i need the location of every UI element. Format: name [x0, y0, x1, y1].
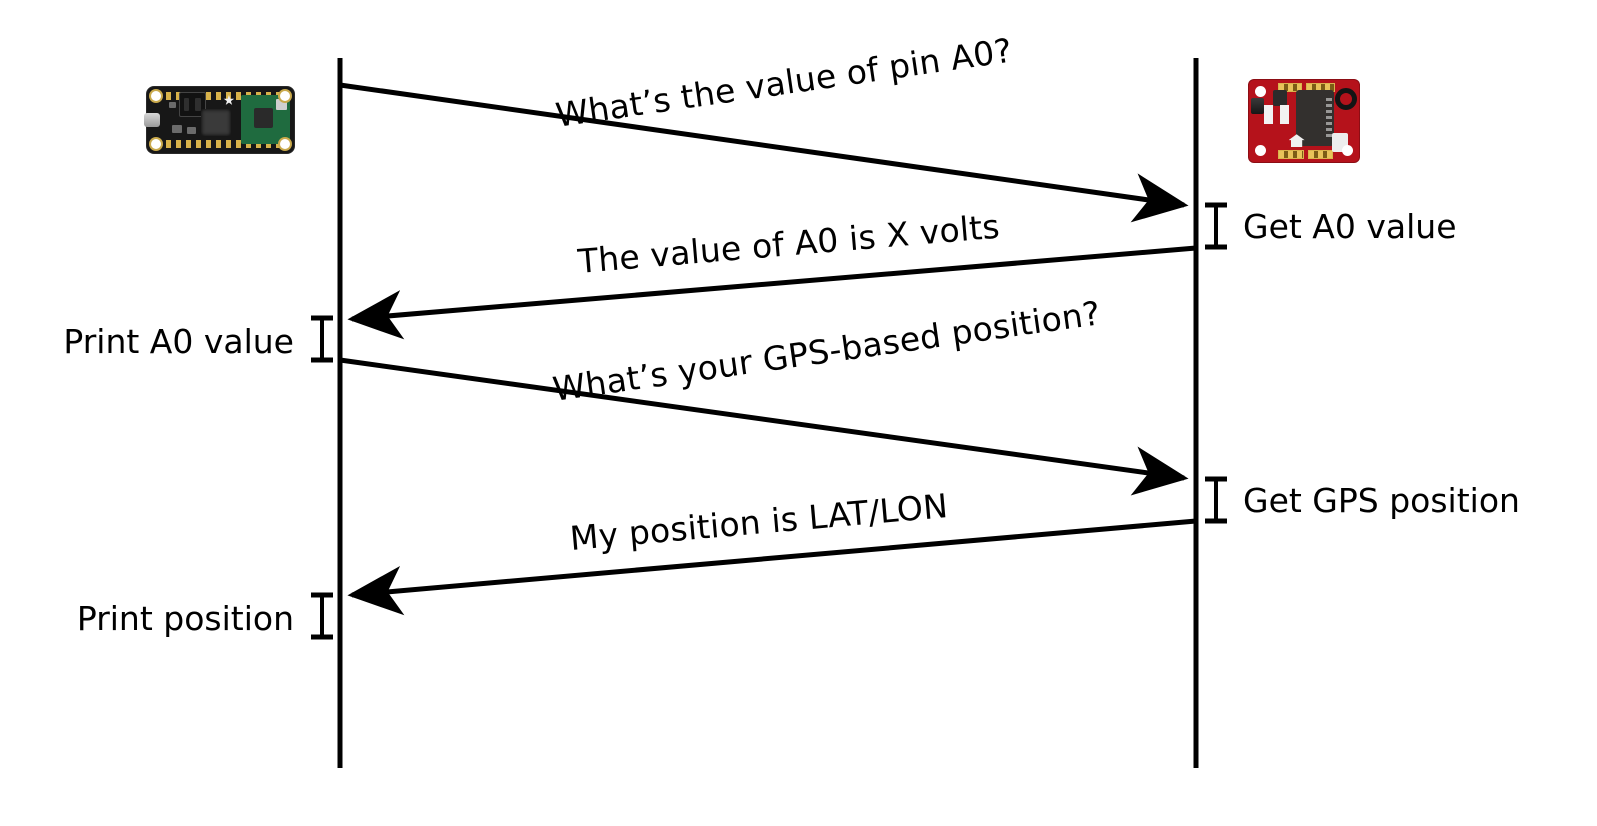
activation-marker-print-a0-value	[311, 315, 333, 363]
radio-chip-icon	[253, 107, 274, 129]
activation-marker-get-gps-position	[1205, 476, 1227, 524]
mounting-hole-icon	[151, 139, 161, 149]
activation-marker-print-position	[311, 592, 333, 640]
usb-connector-icon	[144, 113, 160, 127]
activation-label-get-gps-position: Get GPS position	[1243, 481, 1520, 520]
activation-label-print-position: Print position	[76, 599, 294, 638]
mounting-hole-icon	[280, 139, 290, 149]
smd-component-icon	[169, 101, 177, 109]
mounting-hole-icon	[1342, 145, 1353, 156]
message-arrow-1	[339, 82, 1189, 223]
wifi-module-icon	[1296, 89, 1334, 146]
regulator-chip-icon	[1273, 89, 1288, 107]
capacitor-bank-icon	[1264, 104, 1296, 125]
crystal-can-icon	[276, 98, 287, 110]
participant-icon-gps-wifi-board	[1249, 80, 1359, 162]
usb-connector-icon	[1251, 98, 1265, 115]
activation-label-print-a0-value: Print A0 value	[63, 322, 294, 361]
message-arrow-2	[347, 245, 1197, 340]
pin-header-bottom-icon	[1308, 150, 1333, 159]
pin-header-top-icon	[155, 92, 290, 100]
smd-component-icon	[186, 126, 196, 134]
module-marking-icon	[1325, 97, 1332, 137]
mounting-hole-icon	[280, 91, 290, 101]
pin-header-top-icon	[1277, 83, 1302, 92]
antenna-connector-icon	[1334, 88, 1357, 111]
smd-component-icon	[171, 125, 183, 134]
mounting-hole-icon	[151, 91, 161, 101]
pin-header-bottom-icon	[1277, 150, 1304, 159]
mounting-hole-icon	[1255, 86, 1266, 97]
participant-icon-feather-board	[144, 87, 294, 153]
activation-marker-get-a0-value	[1205, 202, 1227, 250]
mcu-chip-icon	[201, 108, 231, 137]
mounting-hole-icon	[1255, 145, 1266, 156]
logo-star-icon	[223, 94, 235, 105]
message-arrow-3	[339, 357, 1189, 496]
jst-connector-icon	[179, 92, 207, 117]
radio-module-icon	[241, 94, 290, 144]
activation-label-get-a0-value: Get A0 value	[1243, 207, 1457, 246]
message-arrow-4	[347, 518, 1197, 616]
brand-logo-icon	[1288, 134, 1305, 148]
pin-header-bottom-icon	[155, 140, 290, 148]
